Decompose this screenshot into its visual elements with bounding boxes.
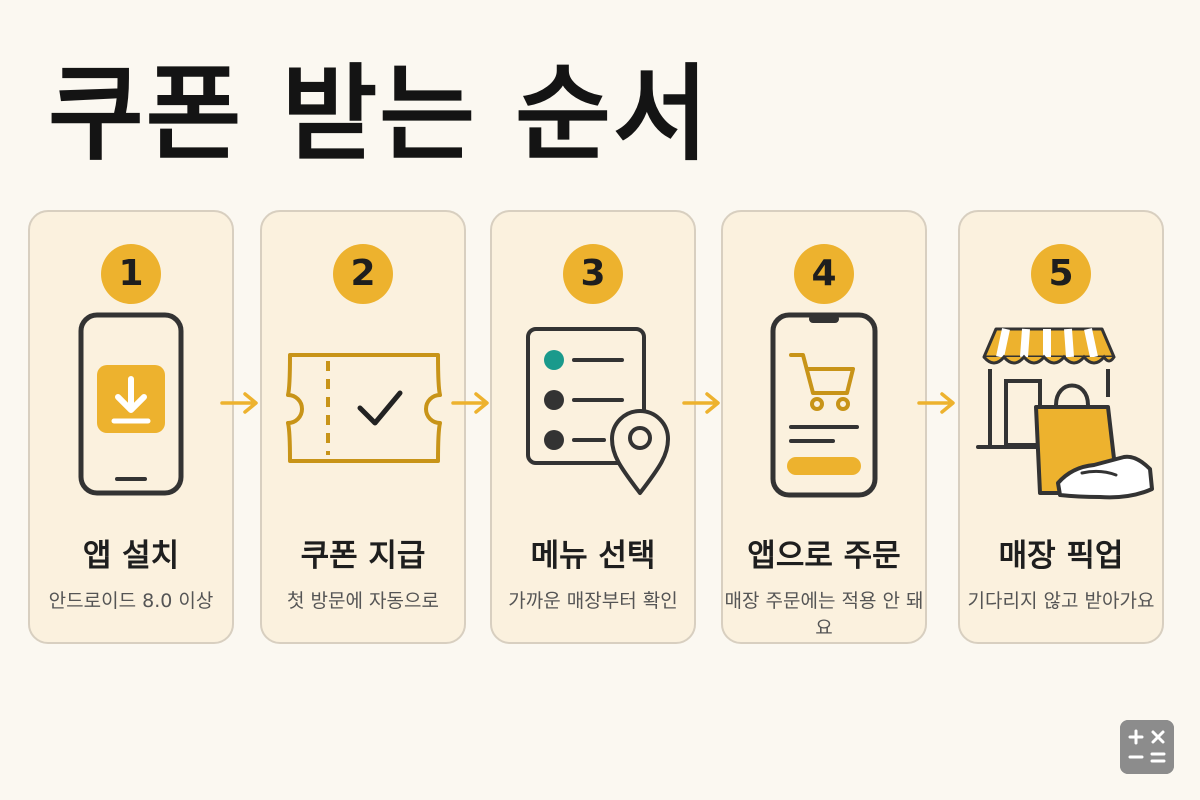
calculator-icon[interactable] [1120,720,1174,774]
step-title: 앱으로 주문 [747,538,901,574]
step-card-4: 4 앱으로 주문 매장 주문에는 적용 안 돼요 [721,210,927,644]
step-title: 매장 픽업 [998,538,1124,574]
step-title: 메뉴 선택 [530,538,656,574]
step-title: 쿠폰 지급 [300,538,426,574]
step-number-badge: 2 [333,244,393,304]
step-description: 가까운 매장부터 확인 [508,590,678,612]
page-title: 쿠폰 받는 순서 [48,53,711,175]
phone-download-icon [78,312,184,496]
step-description: 첫 방문에 자동으로 [287,590,439,612]
step-card-2: 2 쿠폰 지급 첫 방문에 자동으로 [260,210,466,644]
step-number-badge: 4 [794,244,854,304]
store-pickup-icon [976,327,1154,500]
step-card-1: 1 앱 설치 안드로이드 8.0 이상 [28,210,234,644]
step-number-badge: 1 [101,244,161,304]
arrow-right-icon [682,392,720,414]
arrow-right-icon [451,392,489,414]
step-number-badge: 3 [563,244,623,304]
menu-list-location-icon [526,327,670,495]
coupon-check-icon [286,353,442,463]
step-title: 앱 설치 [82,538,180,574]
step-card-5: 5 매장 픽업 기다리지 않고 받아가요 [958,210,1164,644]
arrow-right-icon [917,392,955,414]
step-number-badge: 5 [1031,244,1091,304]
step-description: 기다리지 않고 받아가요 [967,590,1155,612]
step-description: 안드로이드 8.0 이상 [48,590,214,612]
step-card-3: 3 메뉴 선택 가까운 매장부터 확인 [490,210,696,644]
arrow-right-icon [220,392,258,414]
step-description: 매장 주문에는 적용 안 돼요 [724,590,924,639]
phone-cart-icon [770,312,878,498]
